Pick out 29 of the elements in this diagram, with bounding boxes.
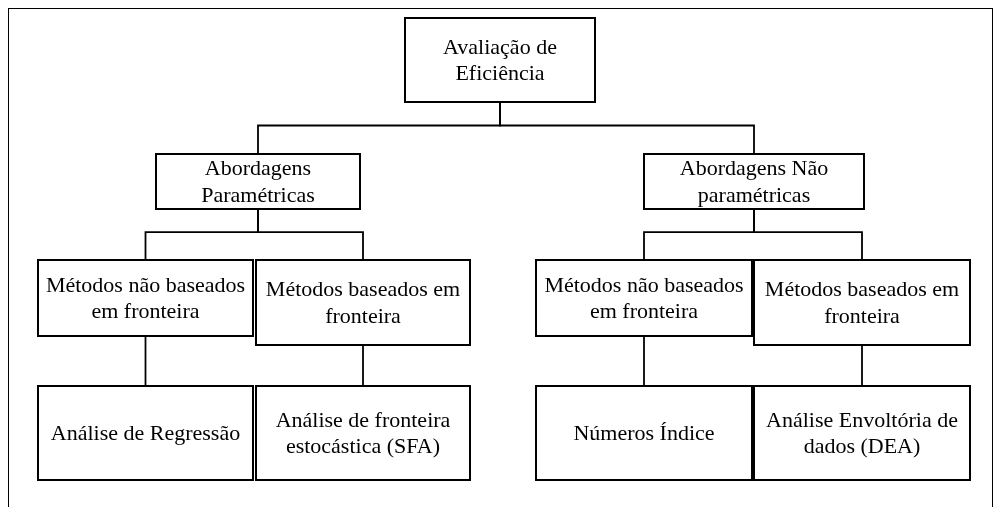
box-label: Métodos baseados em fronteira [264,276,462,329]
box-label: Métodos não baseados em fronteira [44,271,247,325]
text-box [753,385,971,481]
box-label: Análise de Regressão [49,419,242,447]
connector-line [861,345,863,386]
box-label: Métodos baseados em fronteira [763,276,961,329]
text-box [643,153,865,210]
box-label: Abordagens Não paramétricas [678,155,830,208]
box-label: Análise Envoltória de dados (DEA) [765,406,959,460]
text-box [255,385,471,481]
box-label: Métodos não baseados em fronteira [543,271,745,325]
text-box [535,385,753,481]
box-label: Números Índice [572,419,716,447]
connector-line [144,336,147,386]
connector-line [643,336,645,386]
text-box [155,153,361,210]
text-box [255,259,471,346]
connector-line [362,345,364,386]
text-box [37,259,254,337]
box-label: Abordagens Paramétricas [200,155,316,208]
connector-line [257,209,364,260]
box-label: Análise de fronteira estocástica (SFA) [274,406,452,460]
connector-line [499,102,755,154]
box-label: Avaliação de Eficiência [442,33,558,87]
text-box [535,259,753,337]
text-box [404,17,596,103]
text-box [753,259,971,346]
text-box [37,385,254,481]
connector-line [753,209,863,260]
